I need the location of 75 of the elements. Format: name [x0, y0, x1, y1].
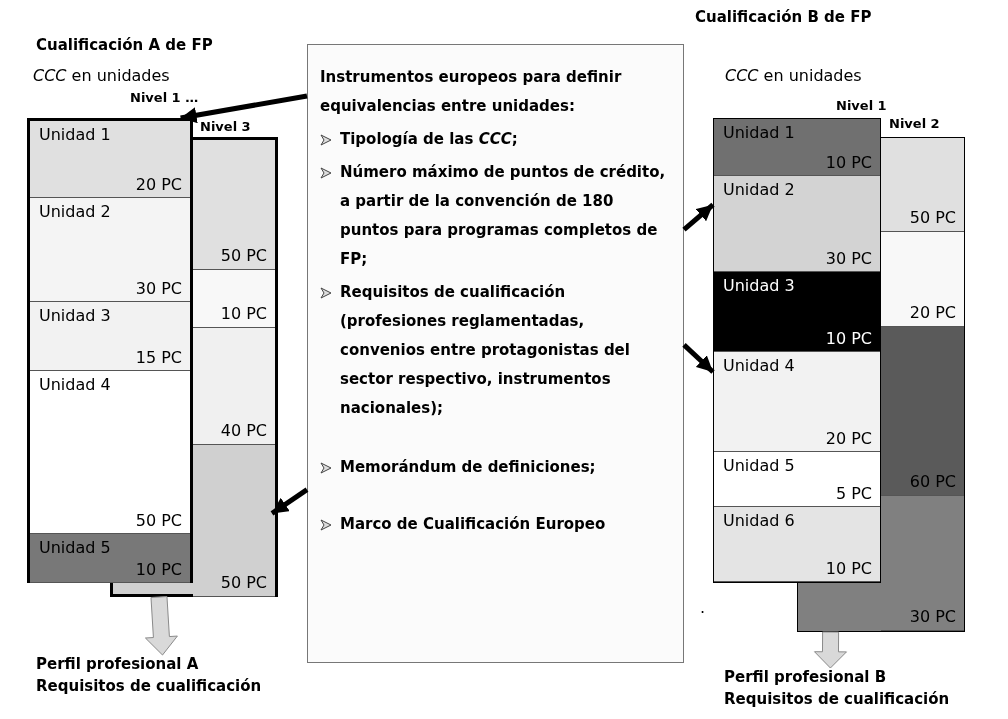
credit-segment	[193, 140, 275, 270]
unit-block	[714, 507, 880, 582]
unit-name: Unidad 1	[39, 125, 111, 144]
credit-points: 10 PC	[825, 329, 872, 348]
stack-base	[797, 583, 881, 632]
unit-name: Unidad 2	[723, 180, 795, 199]
credit-points: 50 PC	[220, 573, 267, 592]
unit-name: Unidad 4	[39, 375, 111, 394]
credit-points: 5 PC	[835, 484, 872, 503]
unit-block	[714, 119, 880, 176]
unit-name: Unidad 2	[39, 202, 111, 221]
credit-points: 20 PC	[909, 303, 956, 322]
unit-block	[30, 302, 190, 371]
profile-text: Requisitos de cualificación	[724, 690, 951, 708]
arrow	[682, 343, 715, 374]
credit-segment	[881, 327, 964, 496]
credit-points: 50 PC	[135, 511, 182, 530]
unit-block	[30, 534, 190, 583]
unit-name: Unidad 1	[723, 123, 795, 142]
bullet-text: Número máximo de puntos de crédito, a partir de la convención de 180 puntos para programas completos de FP;	[340, 162, 667, 270]
bullet-text: Requisitos de cualificación (profesiones reglamentadas, convenios entre protagonistas del sector respectivo, instrumentos nacionales);	[340, 282, 631, 419]
unit-block	[714, 352, 880, 452]
unit-name: Unidad 4	[723, 356, 795, 375]
unit-block	[714, 272, 880, 352]
unit-block	[30, 198, 190, 302]
credit-points: 20 PC	[135, 175, 182, 194]
unit-name: Unidad 5	[723, 456, 795, 475]
arrow	[180, 93, 308, 124]
bullet-text: Tipología de las CCC;	[340, 129, 518, 150]
unit-name: Unidad 3	[39, 306, 111, 325]
credit-points: 15 PC	[135, 348, 182, 367]
stack-base	[110, 583, 193, 597]
unit-block	[714, 176, 880, 272]
unit-name: Unidad 3	[723, 276, 795, 295]
credit-points: 10 PC	[825, 559, 872, 578]
text-label: CCC en unidades	[33, 66, 170, 85]
bullet-text: Marco de Cualificación Europeo	[340, 514, 606, 535]
profile-text: Perfil profesional A	[36, 655, 200, 673]
level-heading: Nivel 2	[889, 116, 940, 131]
level-heading: Nivel 1 …	[130, 90, 199, 105]
credit-points: 10 PC	[825, 153, 872, 172]
text-label: CCC en unidades	[725, 66, 862, 85]
text-label: Cualificación A de FP	[36, 36, 213, 54]
credit-segment	[193, 445, 275, 597]
unit-name: Unidad 6	[723, 511, 795, 530]
arrow	[270, 487, 309, 516]
credit-points: 30 PC	[909, 607, 956, 626]
credit-segment	[881, 232, 964, 327]
text-label: Cualificación B de FP	[695, 8, 872, 26]
arrow	[682, 202, 715, 232]
credit-points: 20 PC	[825, 429, 872, 448]
profile-text: Requisitos de cualificación	[36, 677, 263, 695]
box-heading: Instrumentos europeos para definir equivalencias entre unidades:	[320, 67, 623, 117]
bullet-text: Memorándum de definiciones;	[340, 457, 596, 478]
level-heading: Nivel 1	[836, 98, 887, 113]
instruments-box	[307, 44, 684, 663]
block-arrow	[814, 631, 847, 669]
credit-points: 30 PC	[135, 279, 182, 298]
profile-text: Perfil profesional B	[724, 668, 888, 686]
credit-points: 50 PC	[909, 208, 956, 227]
credit-points: 60 PC	[909, 472, 956, 491]
text-label: .	[700, 598, 706, 617]
unit-name: Unidad 5	[39, 538, 111, 557]
credit-segment	[881, 496, 964, 631]
credit-points: 10 PC	[220, 304, 267, 323]
credit-segment	[193, 270, 275, 328]
credit-points: 30 PC	[825, 249, 872, 268]
credit-points: 10 PC	[135, 560, 182, 579]
block-arrow	[144, 596, 178, 656]
unit-block	[30, 121, 190, 198]
credit-segment	[881, 138, 964, 232]
credit-points: 50 PC	[220, 246, 267, 265]
credit-points: 40 PC	[220, 421, 267, 440]
credit-segment	[193, 328, 275, 445]
level-heading: Nivel 3	[200, 119, 251, 134]
